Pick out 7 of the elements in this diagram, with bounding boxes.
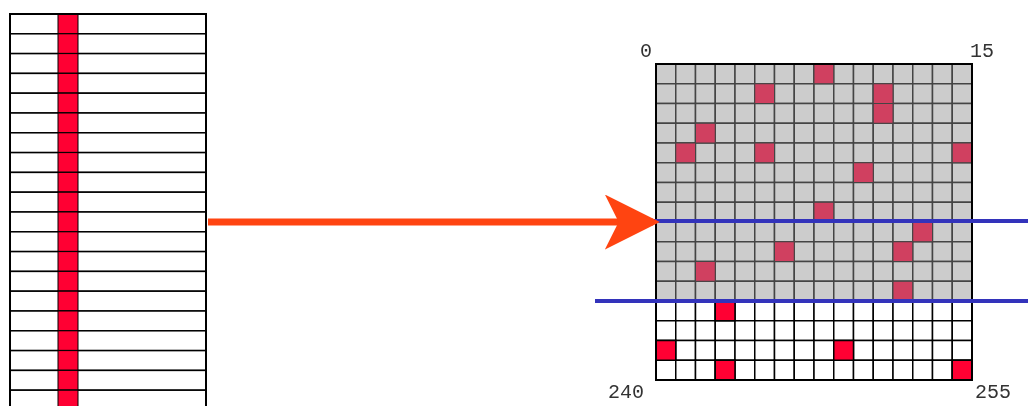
index-label: 255 <box>975 383 1011 403</box>
index-label: 240 <box>608 383 644 403</box>
index-label: 15 <box>970 42 994 62</box>
cell-grid-drawing <box>655 63 973 381</box>
arrow <box>208 194 660 250</box>
cell-column-drawing <box>9 13 207 406</box>
index-label: 0 <box>640 42 652 62</box>
